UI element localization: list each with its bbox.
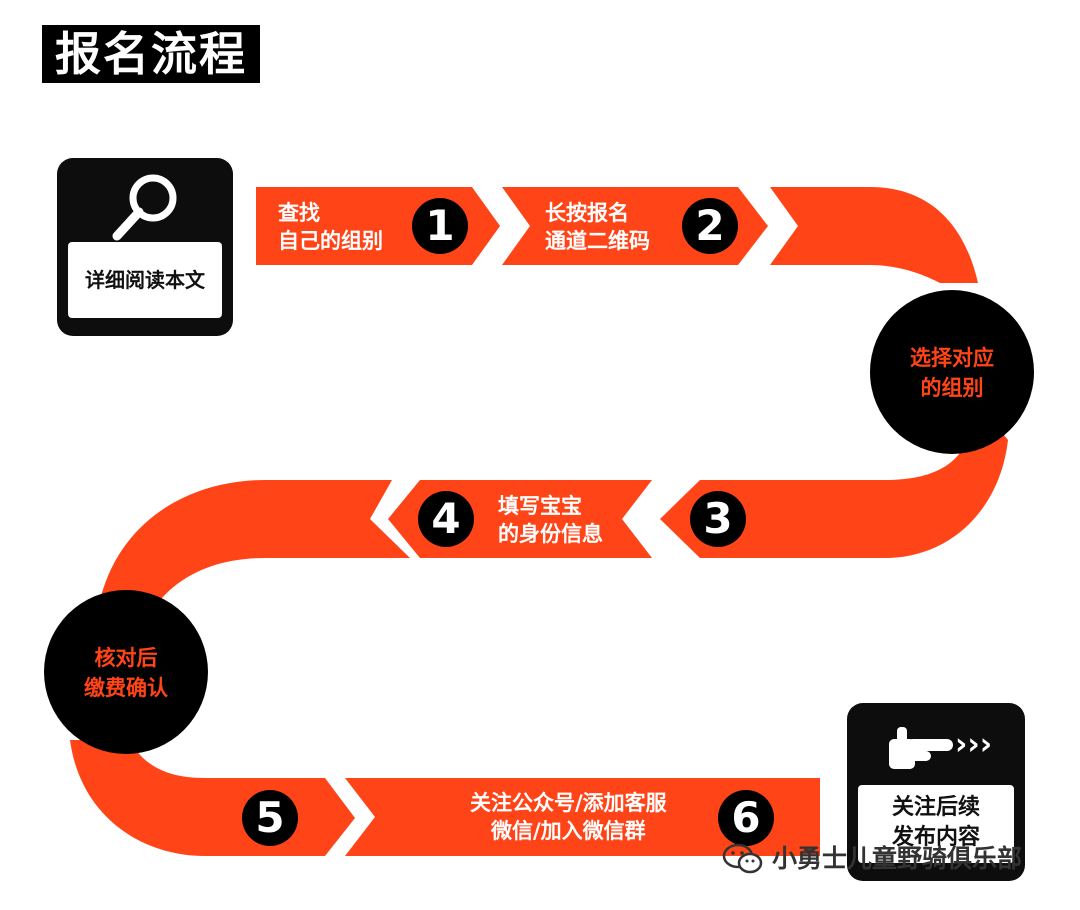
watermark-text: 小勇士儿童野骑俱乐部	[772, 844, 1023, 873]
step-2-number: 2	[682, 198, 738, 254]
wechat-icon	[722, 843, 763, 874]
arrow-segment-6	[345, 778, 820, 856]
circle-1-label: 选择对应的组别	[910, 346, 994, 400]
circle-2-label: 核对后缴费确认	[84, 646, 168, 700]
end-card-arrows: ›››	[955, 727, 993, 762]
pointing-hand-icon	[889, 727, 953, 769]
magnifier-icon	[112, 174, 177, 241]
end-card-line1: 关注后续	[891, 795, 980, 820]
end-card: ››› 关注后续 发布内容	[847, 703, 1025, 881]
step-4-number: 4	[418, 491, 474, 547]
step-3-number: 3	[690, 491, 746, 547]
step-5-number: 5	[242, 790, 298, 846]
circle-confirm-payment	[44, 590, 208, 754]
end-card-text: 关注后续 发布内容	[858, 785, 1014, 863]
step-6-label: 关注公众号/添加客服微信/加入微信群	[470, 791, 667, 843]
step-1-label: 查找自己的组别	[278, 201, 383, 253]
start-card: 详细阅读本文	[57, 158, 233, 336]
step-1-number: 1	[412, 198, 468, 254]
curve-left-lower	[70, 740, 355, 856]
curve-top-right	[770, 187, 978, 283]
curve-left-upper	[100, 480, 410, 615]
page-title: 报名流程	[42, 25, 260, 83]
circle-select-group	[870, 290, 1034, 454]
step-4-label: 填写宝宝的身份信息	[498, 494, 603, 546]
start-card-text: 详细阅读本文	[68, 242, 222, 318]
step-2-label: 长按报名通道二维码	[545, 201, 650, 253]
end-card-line2: 发布内容	[891, 825, 980, 850]
step-6-number: 6	[718, 790, 774, 846]
